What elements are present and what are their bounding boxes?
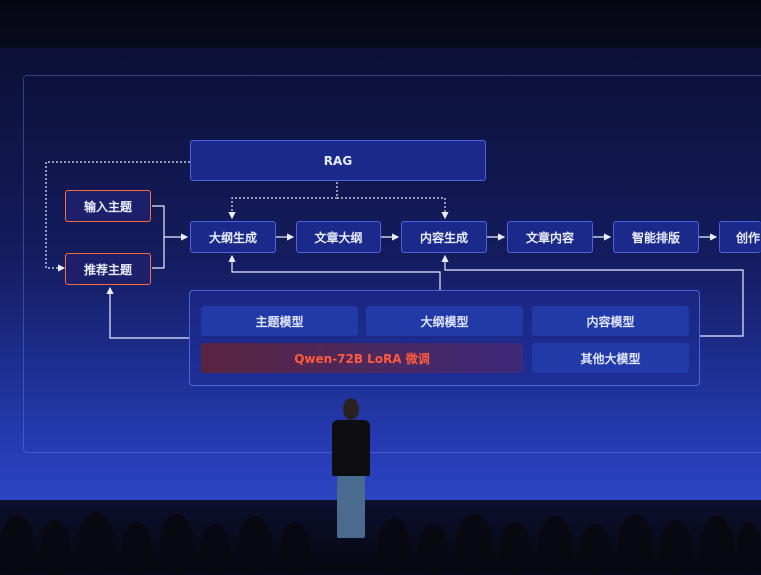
audience-head <box>580 524 610 574</box>
speaker-head <box>343 398 359 420</box>
other-models-box: 其他大模型 <box>532 343 689 373</box>
audience-head <box>660 520 692 574</box>
article-content-box: 文章内容 <box>507 221 593 253</box>
audience-head <box>78 512 114 574</box>
outline-model-box: 大纲模型 <box>366 306 523 336</box>
audience-head <box>280 522 310 574</box>
audience-head <box>737 522 761 574</box>
topic-model-box: 主题模型 <box>201 306 358 336</box>
audience-head <box>500 522 530 574</box>
speaker-jeans <box>337 476 365 538</box>
content-gen-box: 内容生成 <box>401 221 487 253</box>
slide-frame <box>23 75 761 453</box>
audience-head <box>700 516 734 574</box>
speaker <box>326 398 376 538</box>
audience-head <box>418 524 448 574</box>
audience-head <box>122 522 152 574</box>
smart-layout-box: 智能排版 <box>613 221 699 253</box>
qwen-lora-box: Qwen-72B LoRA 微调 <box>201 343 523 373</box>
audience-head <box>538 516 572 574</box>
audience-head <box>200 524 230 574</box>
audience-head <box>618 514 652 574</box>
article-outline-box: 文章大纲 <box>296 221 381 253</box>
audience-head <box>378 518 410 574</box>
audience-head <box>40 520 70 575</box>
recommend-topic-box: 推荐主题 <box>65 253 151 285</box>
rag-box: RAG <box>190 140 486 181</box>
input-topic-box: 输入主题 <box>65 190 151 222</box>
audience-head <box>0 515 34 575</box>
audience-head <box>456 514 492 574</box>
content-model-box: 内容模型 <box>532 306 689 336</box>
audience-head <box>160 514 194 574</box>
creation-box: 创作 <box>719 221 761 253</box>
speaker-shirt <box>332 420 370 476</box>
outline-gen-box: 大纲生成 <box>190 221 276 253</box>
audience-head <box>238 516 272 574</box>
